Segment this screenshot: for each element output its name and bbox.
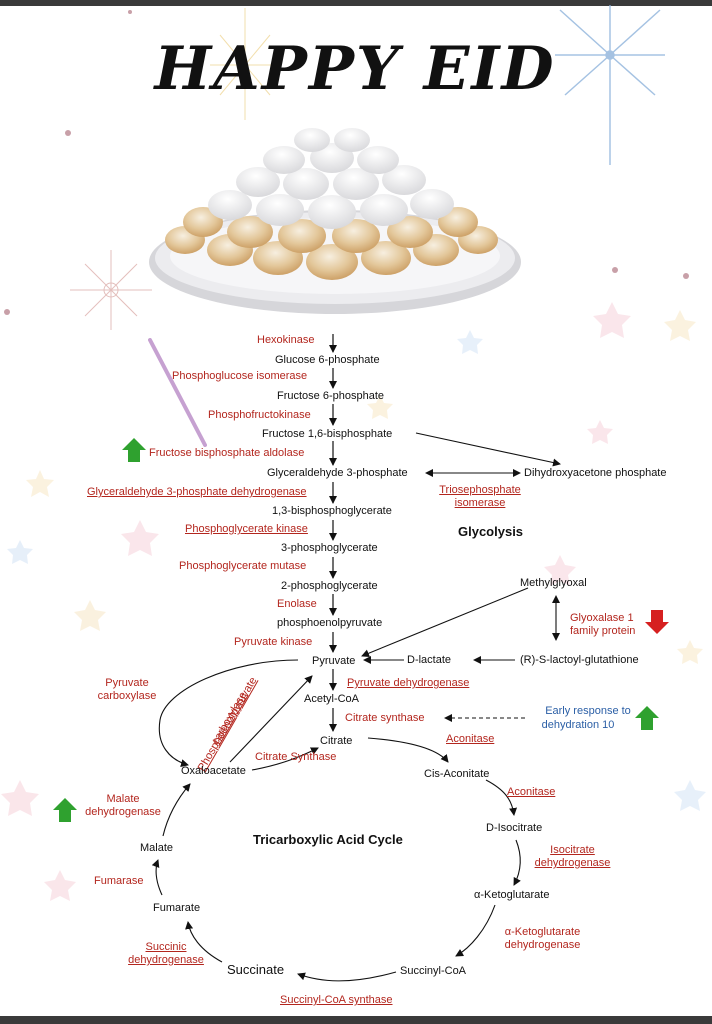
up-arrow-mdh bbox=[53, 798, 77, 822]
metabolite-f6p: Fructose 6-phosphate bbox=[277, 390, 385, 402]
up-arrow-erd10 bbox=[635, 706, 659, 730]
metabolite-2pg: 2-phosphoglycerate bbox=[281, 580, 378, 592]
section-tca-cycle: Tricarboxylic Acid Cycle bbox=[253, 832, 403, 847]
enzyme-sdh-line1: Succinic bbox=[145, 941, 187, 953]
enzyme-pc-line2: carboxylase bbox=[97, 690, 157, 702]
enzyme-glo1-line1: Glyoxalase 1 bbox=[570, 612, 634, 624]
enzyme-idh-line2: dehydrogenase bbox=[534, 857, 611, 869]
metabolite-akg: α-Ketoglutarate bbox=[474, 889, 550, 901]
enzyme-mdh-line1: Malate bbox=[106, 793, 140, 805]
enzyme-akgdh-line1: α-Ketoglutarate bbox=[504, 926, 581, 938]
enzyme-idh-line1: Isocitrate bbox=[550, 844, 595, 856]
metabolite-succinyl-coa: Succinyl-CoA bbox=[400, 965, 467, 977]
enzyme-aconitase-1: Aconitase bbox=[446, 733, 495, 745]
metabolite-acetylcoa: Acetyl-CoA bbox=[304, 693, 360, 705]
enzyme-pgi: Phosphoglucose isomerase bbox=[172, 370, 308, 382]
gene-erd10-line1: Early response to bbox=[545, 705, 631, 717]
metabolite-cis-aconitate: Cis-Aconitate bbox=[424, 768, 490, 780]
metabolite-13bpg: 1,3-bisphosphoglycerate bbox=[272, 505, 392, 517]
up-arrow-fbp bbox=[122, 438, 146, 462]
enzyme-glo1-line2: family protein bbox=[570, 625, 636, 637]
metabolite-pep: phosphoenolpyruvate bbox=[277, 617, 383, 629]
metabolite-succinate: Succinate bbox=[227, 962, 285, 977]
decor-dot bbox=[612, 267, 618, 273]
enzyme-pgk: Phosphoglycerate kinase bbox=[185, 523, 308, 535]
decor-dot bbox=[65, 130, 71, 136]
pathway-side-arrows bbox=[151, 432, 561, 982]
down-arrow-glyoxalase bbox=[645, 610, 669, 634]
metabolite-d-lactate: D-lactate bbox=[407, 654, 452, 666]
firework-top-left bbox=[210, 8, 280, 120]
enzyme-fbp-aldolase: Fructose bisphosphate aldolase bbox=[149, 447, 305, 459]
enzyme-tpi-line2: isomerase bbox=[454, 497, 506, 509]
enzyme-pdh: Pyruvate dehydrogenase bbox=[347, 677, 470, 689]
enzyme-scs: Succinyl-CoA synthase bbox=[280, 994, 393, 1006]
enzyme-hexokinase: Hexokinase bbox=[257, 334, 315, 346]
enzyme-sdh-line2: dehydrogenase bbox=[128, 954, 204, 966]
metabolite-lactoylglutathione: (R)-S-lactoyl-glutathione bbox=[520, 654, 639, 666]
decor-dot bbox=[4, 309, 10, 315]
enzyme-enolase: Enolase bbox=[277, 598, 317, 610]
enzyme-gapdh: Glyceraldehyde 3-phosphate dehydrogenase bbox=[87, 486, 307, 498]
enzyme-mdh-line2: dehydrogenase bbox=[85, 806, 161, 818]
metabolite-dhap: Dihydroxyacetone phosphate bbox=[524, 467, 667, 479]
decor-streak bbox=[148, 338, 207, 447]
enzyme-akgdh-line2: dehydrogenase bbox=[504, 939, 581, 951]
cookie-pile bbox=[165, 128, 498, 280]
top-frame-bar bbox=[0, 0, 712, 6]
page-title: HAPPY EID bbox=[154, 34, 556, 104]
enzyme-pfk: Phosphofructokinase bbox=[208, 409, 311, 421]
metabolite-pyruvate: Pyruvate bbox=[312, 655, 356, 667]
enzyme-pc-line1: Pyruvate bbox=[105, 677, 149, 689]
metabolite-fumarate: Fumarate bbox=[153, 902, 201, 914]
metabolite-malate: Malate bbox=[140, 842, 174, 854]
enzyme-fumarase: Fumarase bbox=[94, 875, 144, 887]
decor-dot bbox=[128, 10, 132, 14]
firework-left bbox=[70, 250, 152, 330]
metabolite-d-isocitrate: D-Isocitrate bbox=[486, 822, 543, 834]
metabolite-oxaloacetate: Oxaloacetate bbox=[181, 765, 246, 777]
metabolite-3pg: 3-phosphoglycerate bbox=[281, 542, 378, 554]
metabolite-citrate: Citrate bbox=[320, 735, 353, 747]
cookie-plate-image bbox=[149, 128, 521, 314]
metabolite-g6p: Glucose 6-phosphate bbox=[275, 354, 380, 366]
enzyme-pk: Pyruvate kinase bbox=[234, 636, 313, 648]
firework-top-right bbox=[555, 5, 665, 165]
background-stars bbox=[1, 302, 706, 901]
bottom-frame-bar bbox=[0, 1016, 712, 1024]
enzyme-citrate-synthase: Citrate synthase bbox=[345, 712, 425, 724]
enzyme-tpi-line1: Triosephosphate bbox=[439, 484, 521, 496]
enzyme-pgm: Phosphoglycerate mutase bbox=[179, 560, 307, 572]
metabolite-f16bp: Fructose 1,6-bisphosphate bbox=[262, 428, 393, 440]
enzyme-aconitase-2: Aconitase bbox=[507, 786, 556, 798]
enzyme-citrate-synthase-2: Citrate Synthase bbox=[255, 751, 337, 763]
section-glycolysis: Glycolysis bbox=[458, 524, 524, 539]
gene-erd10-line2: dehydration 10 bbox=[541, 719, 615, 731]
metabolite-g3p: Glyceraldehyde 3-phosphate bbox=[267, 467, 408, 479]
decor-dot bbox=[683, 273, 689, 279]
metabolite-methylglyoxal: Methylglyoxal bbox=[520, 577, 587, 589]
